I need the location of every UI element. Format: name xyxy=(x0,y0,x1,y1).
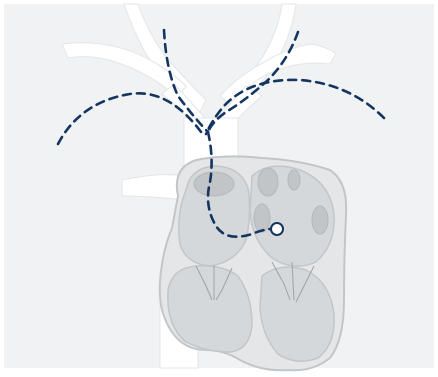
pulmonary-vein-lower xyxy=(254,204,270,232)
left-side-vessel xyxy=(122,175,184,200)
catheter-tip-marker xyxy=(271,223,283,235)
pulmonary-vein-right xyxy=(312,206,328,234)
atrial-opening-right xyxy=(194,172,234,196)
heart xyxy=(160,156,346,370)
pulmonary-vein-center xyxy=(288,170,300,190)
pulmonary-vein-upper xyxy=(258,168,278,196)
